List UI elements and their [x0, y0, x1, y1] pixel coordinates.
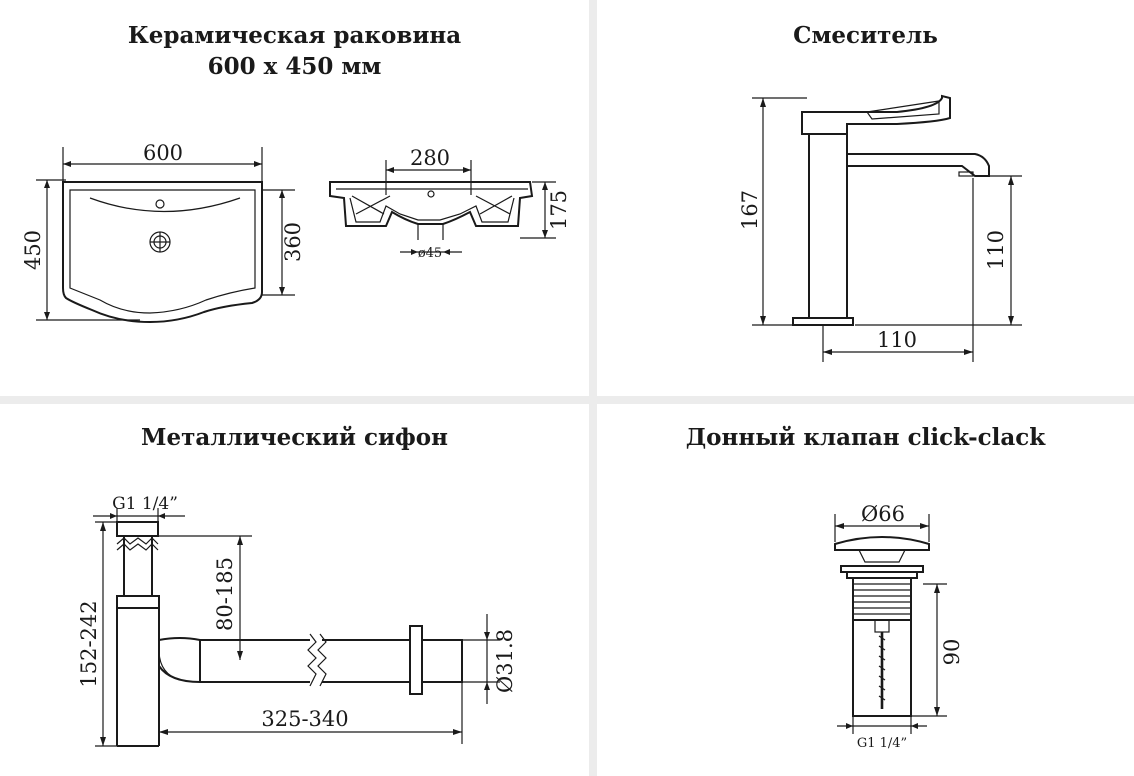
sink-drawing: 600 450 360 [21, 141, 571, 324]
dim-hole-spacing: 280 [410, 146, 450, 170]
dim-bowl-depth: 360 [281, 222, 305, 262]
dim-side-height: 175 [547, 190, 571, 230]
panel-faucet: Смеситель 167 110 [597, 0, 1134, 396]
dim-siphon-thread: G1 1/4” [112, 494, 178, 514]
dim-faucet-height: 167 [738, 190, 762, 230]
drain-valve-drawing: Ø66 [834, 502, 964, 751]
dim-sink-width: 600 [143, 141, 183, 165]
faucet-drawing: 167 110 110 [738, 94, 1022, 362]
dim-siphon-height: 152-242 [77, 600, 101, 687]
panel-title: Донный клапан click-clack [597, 422, 1134, 453]
dim-drain-thread: G1 1/4” [857, 736, 907, 751]
dim-siphon-length: 325-340 [261, 707, 348, 731]
title-line-1: Донный клапан click-clack [685, 424, 1046, 451]
title-line-1: Металлический сифон [141, 424, 448, 451]
dim-spout-height: 110 [984, 230, 1008, 270]
panel-metal-siphon: Металлический сифон G1 1/4” [0, 404, 589, 776]
dim-cap-diameter: Ø66 [861, 502, 905, 526]
siphon-drawing: G1 1/4” 1 [77, 494, 517, 747]
dim-sink-height: 450 [21, 230, 45, 270]
dim-drain-height: 90 [940, 639, 964, 666]
panel-title: Смеситель [597, 20, 1134, 51]
dim-outlet-height: 80-185 [213, 557, 237, 631]
title-line-2: 600 х 450 мм [207, 53, 382, 80]
panel-click-clack-drain: Донный клапан click-clack Ø66 [597, 404, 1134, 776]
panel-title: Керамическая раковина 600 х 450 мм [0, 20, 589, 82]
panel-title: Металлический сифон [0, 422, 589, 453]
dim-spout-reach: 110 [877, 328, 917, 352]
dim-siphon-diameter: Ø31.8 [493, 629, 517, 693]
dim-drain: ø45 [418, 246, 442, 261]
title-line-1: Смеситель [793, 22, 938, 49]
panel-ceramic-sink: Керамическая раковина 600 х 450 мм 600 4… [0, 0, 589, 396]
title-line-1: Керамическая раковина [127, 22, 462, 49]
